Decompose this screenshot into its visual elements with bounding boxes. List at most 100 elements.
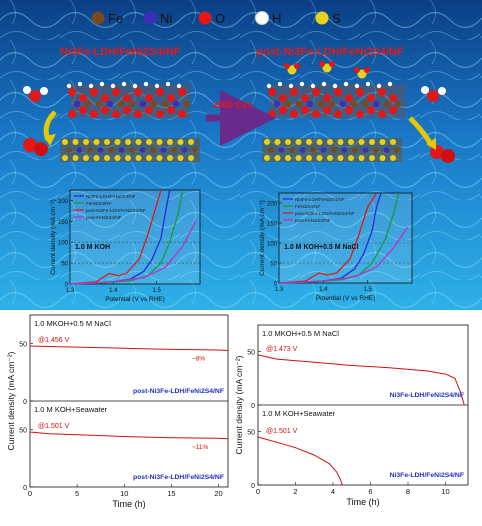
s-atom xyxy=(177,155,184,161)
s-atom xyxy=(83,155,89,161)
h-atom xyxy=(387,81,393,87)
stability-potential-label: @1.501 V xyxy=(38,423,70,430)
lsv-x-axis-label: Potential (V vs RHE) xyxy=(316,295,376,302)
lsv-y-tick-label: 0 xyxy=(65,283,69,289)
h-atom xyxy=(310,83,316,89)
stability-y-tick-label: 0 xyxy=(251,483,255,490)
s-atom xyxy=(114,139,121,145)
h-atom xyxy=(277,81,283,87)
metal-atom xyxy=(350,100,358,108)
stability-y-tick-label: 0 xyxy=(23,485,27,492)
metal-atom xyxy=(150,147,156,153)
o-atom xyxy=(312,110,320,118)
s-atom xyxy=(358,155,365,161)
legend-swatch-fe xyxy=(91,11,105,25)
metal-atom xyxy=(341,147,348,153)
metal-atom xyxy=(278,147,285,153)
oxygen-molecule-left xyxy=(23,138,48,156)
s-atom xyxy=(295,155,302,161)
left-sulfide-layer xyxy=(60,138,200,162)
stability-potential-label: @1.501 V xyxy=(266,428,298,435)
s-atom xyxy=(93,155,100,161)
legend-label-fe: Fe xyxy=(108,11,123,26)
lsv-legend-label-3: post-FeNi2S4/NF xyxy=(295,218,331,223)
h-atom xyxy=(165,81,171,87)
o-atom xyxy=(101,106,109,114)
water-molecule-left xyxy=(23,86,48,102)
o-atom xyxy=(367,94,375,102)
lsv-x-tick-label: 1.3 xyxy=(275,287,284,293)
metal-atom xyxy=(139,147,146,153)
s-atom xyxy=(379,139,386,145)
h-atom xyxy=(88,83,94,89)
stability-x-tick-label: 6 xyxy=(368,487,372,496)
metal-atom xyxy=(84,100,92,108)
s-atom xyxy=(390,155,396,161)
lsv-legend-label-2: post-Ni3Fe-LDH/FeNi2S4/NF xyxy=(86,208,146,213)
lsv-plot-frame xyxy=(69,189,201,285)
metal-atom xyxy=(106,100,114,108)
lsv-y-tick-label: 50 xyxy=(270,262,277,268)
s-atom xyxy=(348,155,354,161)
o-atom xyxy=(167,106,175,114)
stability-electrolyte-label: 1.0 M KOH+Seawater xyxy=(34,405,108,414)
stability-y-tick-label: 50 xyxy=(19,342,27,349)
o-atom xyxy=(112,110,120,118)
h-atom xyxy=(376,83,382,89)
metal-atom xyxy=(352,147,358,153)
metal-atom xyxy=(87,147,93,153)
metal-atom xyxy=(284,100,292,108)
lsv-electrolyte-label: 1.0 M KOH xyxy=(75,244,110,251)
metal-atom xyxy=(129,147,135,153)
o-atom xyxy=(268,110,276,118)
h-atom xyxy=(299,81,305,87)
curved-arrow-right-head xyxy=(426,138,436,150)
stability-y-axis-label: Current density (mA cm⁻²) xyxy=(234,355,244,454)
s-atom xyxy=(188,139,194,145)
lsv-x-axis-label: Potential (V vs RHE) xyxy=(105,296,165,303)
s-atom xyxy=(322,63,332,73)
lsv-y-tick-label: 150 xyxy=(58,220,69,226)
h-atom xyxy=(121,81,127,87)
stability-y-tick-label: 0 xyxy=(251,403,255,410)
s-atom xyxy=(104,139,110,145)
s-atom xyxy=(264,139,270,145)
lsv-plot-frame xyxy=(278,192,413,284)
legend-swatch-ni xyxy=(143,11,157,25)
s-atom xyxy=(327,139,333,145)
metal-atom xyxy=(289,147,295,153)
stability-x-tick-label: 20 xyxy=(214,489,222,498)
stability-sample-label: post-Ni3Fe-LDH/FeNi2S4/NF xyxy=(133,474,224,481)
s-atom xyxy=(357,69,367,79)
o-atom xyxy=(79,94,87,102)
o-atom xyxy=(68,110,76,118)
o-atom xyxy=(301,106,309,114)
lsv-x-tick-label: 1.5 xyxy=(363,287,372,293)
metal-atom xyxy=(362,147,369,153)
h-atom xyxy=(354,83,360,89)
stability-x-tick-label: 0 xyxy=(28,489,32,498)
s-atom xyxy=(167,155,173,161)
s-atom xyxy=(306,139,312,145)
o-atom xyxy=(329,61,335,67)
metal-atom xyxy=(139,100,147,108)
lsv-y-tick-label: 150 xyxy=(267,222,278,228)
stability-sample-label: post-Ni3Fe-LDH/FeNi2S4/NF xyxy=(133,388,224,395)
lsv-x-tick-label: 1.5 xyxy=(152,288,161,294)
metal-atom xyxy=(320,147,327,153)
o-atom xyxy=(279,94,287,102)
metal-atom xyxy=(299,147,306,153)
right-ldh-layer xyxy=(266,61,405,118)
curved-arrow-left-head xyxy=(44,134,56,146)
o-atom xyxy=(356,110,364,118)
lsv-electrolyte-label: 1.0 M KOH+0.5 M NaCl xyxy=(284,244,359,251)
s-atom xyxy=(285,139,291,145)
oxygen-molecule-right xyxy=(430,145,455,163)
lsv-y-axis-label: Current density (mA cm⁻²) xyxy=(50,199,57,275)
o-atom xyxy=(301,94,309,102)
stability-curve-1 xyxy=(29,431,229,440)
lsv-y-tick-label: 200 xyxy=(267,202,278,208)
